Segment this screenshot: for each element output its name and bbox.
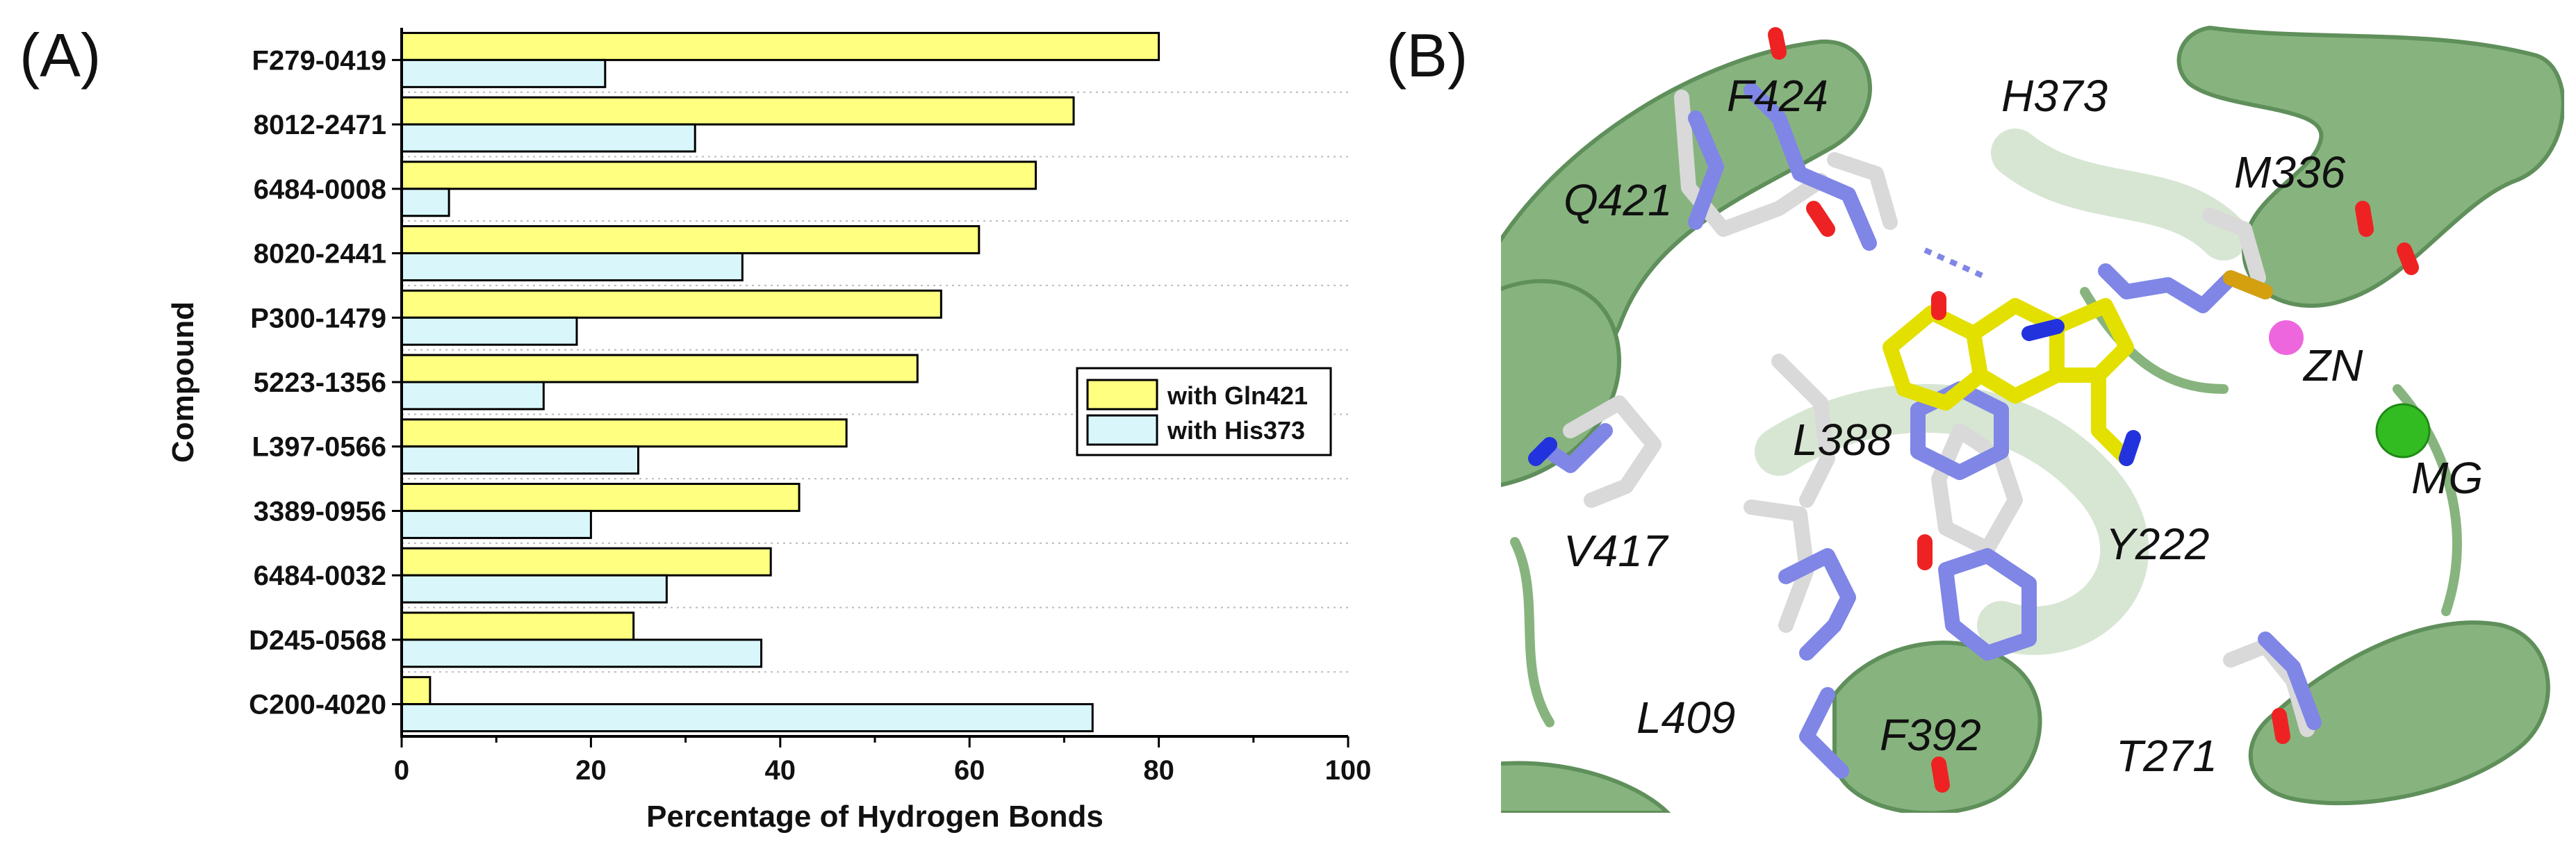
bar-chart: F279-0419 8012-2471 6484-0008 8020-2441P300…: [166, 28, 1371, 834]
bar-gln421: [400, 547, 772, 577]
helix-bottom-left: [1501, 761, 1671, 813]
category-label: 6484-0008: [254, 174, 386, 205]
bar-his373: [400, 252, 744, 281]
x-tick-label: 100: [1325, 755, 1372, 786]
bar-his373: [400, 381, 545, 411]
helix-top-right: [2176, 25, 2564, 308]
bar-gln421: [400, 354, 919, 383]
bars: [400, 31, 1160, 733]
bar-gln421: [400, 483, 801, 512]
bar-gln421: [400, 225, 981, 255]
residue-label: MG: [2411, 453, 2483, 503]
ligand-core: [1966, 298, 2065, 404]
bar-his373: [400, 638, 763, 668]
bar-his373: [400, 445, 639, 475]
bar-gln421: [400, 289, 942, 319]
bar-gln421: [400, 160, 1037, 190]
legend-swatch-gln421: [1086, 379, 1158, 411]
category-label: 3389-0956: [254, 496, 386, 527]
bar-his373: [400, 574, 668, 604]
legend: with Gln421 with His373: [1076, 367, 1332, 456]
bar-gln421: [400, 31, 1160, 61]
ligand-tail: [2049, 298, 2134, 466]
x-tick-label: 40: [765, 755, 796, 786]
category-label: L397-0566: [252, 432, 386, 463]
y-axis-title: Compound: [166, 301, 200, 463]
x-tick-label: 60: [954, 755, 985, 786]
gridlines: [402, 91, 1348, 673]
bar-gln421: [400, 418, 848, 448]
category-tick-labels: F279-0419 8012-2471 6484-0008 8020-2441P300…: [249, 45, 402, 720]
category-label: 8012-2471: [254, 110, 386, 140]
category-label: 6484-0032: [254, 561, 386, 591]
legend-label-his373: with His373: [1167, 416, 1305, 445]
zn-ion: [2269, 320, 2304, 355]
bar-his373: [400, 188, 450, 217]
category-label: C200-4020: [249, 690, 386, 720]
helix-left: [1501, 279, 1622, 487]
hbond-dashes: [1923, 247, 1989, 281]
mg-ion: [2375, 403, 2431, 458]
panel-a-label: (A): [19, 21, 101, 90]
x-tick-label: 0: [394, 755, 409, 786]
category-label: 8020-2441: [254, 239, 386, 270]
x-axis-ticks: 0 20 40 60 80 100: [394, 736, 1372, 786]
bar-his373: [400, 123, 696, 153]
bar-gln421: [400, 611, 635, 641]
legend-label-gln421: with Gln421: [1167, 381, 1308, 410]
residue-label: H373: [2001, 71, 2108, 121]
helix-bottom-right: [2248, 620, 2550, 806]
bar-gln421: [400, 676, 432, 706]
residue-label: F424: [1727, 71, 1828, 121]
residue-label: L388: [1793, 415, 1892, 465]
category-label: F279-0419: [252, 45, 386, 76]
residue-label: F392: [1880, 710, 1981, 760]
x-tick-label: 20: [575, 755, 607, 786]
category-label: 5223-1356: [254, 367, 386, 398]
panel-b-label: (B): [1386, 21, 1468, 90]
category-label: P300-1479: [250, 303, 386, 333]
bar-his373: [400, 316, 578, 346]
residue-label: M336: [2234, 147, 2346, 197]
bar-his373: [400, 509, 592, 539]
residue-label: V417: [1564, 526, 1669, 576]
legend-swatch-his373: [1086, 414, 1158, 446]
bar-his373: [400, 703, 1094, 733]
bar-gln421: [400, 96, 1075, 126]
residue-label: ZN: [2302, 340, 2363, 390]
bar-his373: [400, 58, 607, 88]
helix-bottom-center: [1832, 641, 2042, 813]
x-tick-label: 80: [1143, 755, 1174, 786]
residue-label: Q421: [1564, 175, 1673, 225]
category-label: D245-0568: [249, 625, 386, 656]
residue-label: L409: [1636, 693, 1735, 743]
residue-label: T271: [2116, 731, 2217, 781]
residue-label: Y222: [2106, 519, 2209, 569]
x-axis-title: Percentage of Hydrogen Bonds: [646, 800, 1104, 834]
